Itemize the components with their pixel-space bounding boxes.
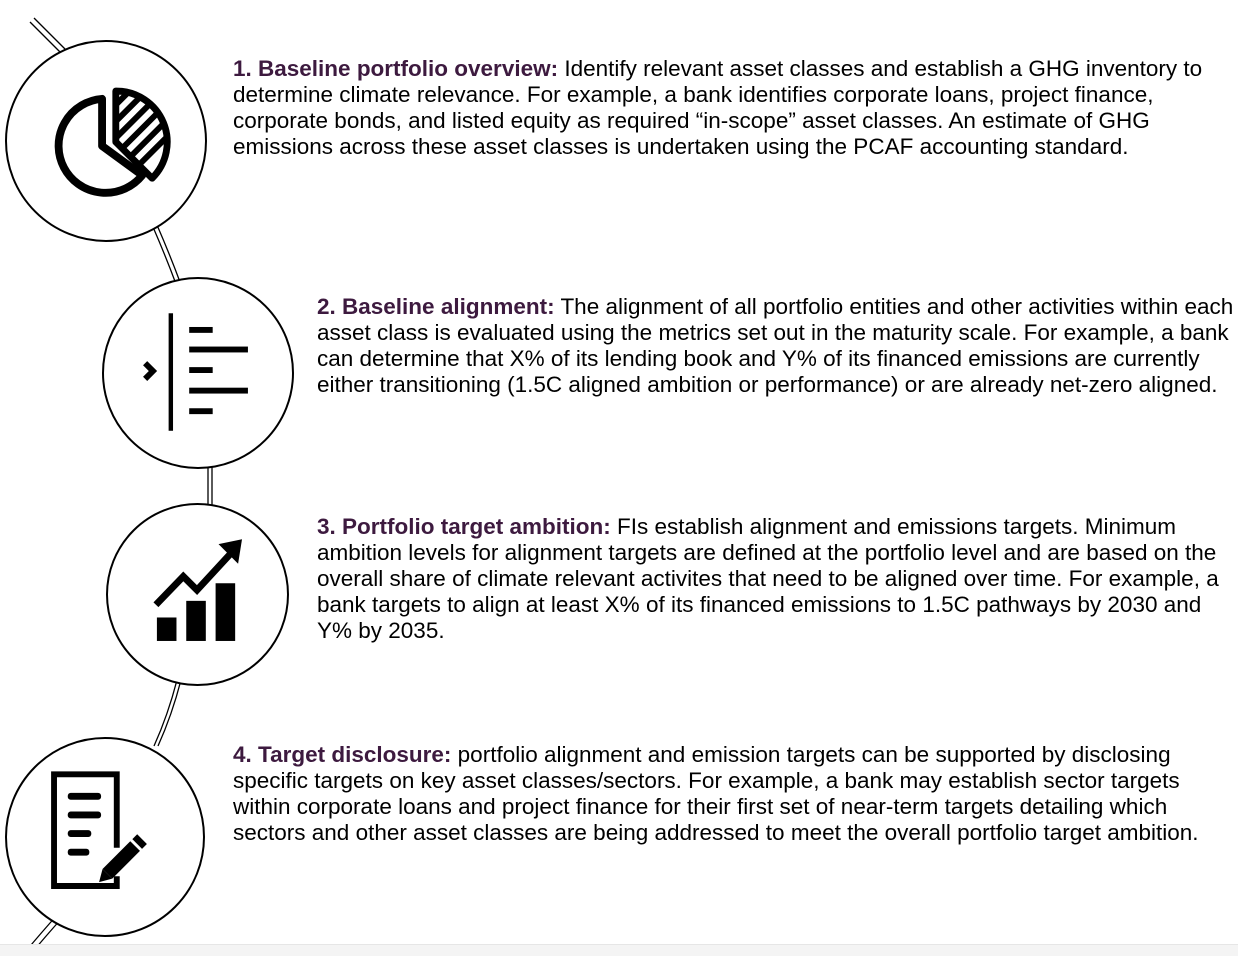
step-1-body: Identify relevant asset classes and esta… xyxy=(233,56,1203,159)
document-edit-icon xyxy=(51,771,147,889)
step-2-text: 2. Baseline alignment: The alignment of … xyxy=(317,294,1235,398)
step-3-text: 3. Portfolio target ambition: FIs establ… xyxy=(317,514,1235,644)
pie-chart-icon xyxy=(54,87,171,197)
bottom-band xyxy=(0,944,1238,956)
step-4-text: 4. Target disclosure: portfolio alignmen… xyxy=(233,742,1233,846)
step-1-title: 1. Baseline portfolio overview: xyxy=(233,56,559,81)
step-3-title: 3. Portfolio target ambition: xyxy=(317,514,611,539)
step-4-circle xyxy=(5,737,205,937)
step-4-title: 4. Target disclosure: xyxy=(233,742,452,767)
step-2-title: 2. Baseline alignment: xyxy=(317,294,555,319)
step-2-circle xyxy=(102,277,294,469)
step-1-circle xyxy=(5,40,207,242)
step-2-body: The alignment of all portfolio entities … xyxy=(317,294,1234,397)
step-4-body: portfolio alignment and emission targets… xyxy=(233,742,1199,845)
step-1-text: 1. Baseline portfolio overview: Identify… xyxy=(233,56,1233,160)
align-bars-icon xyxy=(143,313,248,431)
step-3-circle xyxy=(106,503,289,686)
step-3-body: FIs establish alignment and emissions ta… xyxy=(317,514,1219,643)
growth-chart-icon xyxy=(153,539,243,641)
